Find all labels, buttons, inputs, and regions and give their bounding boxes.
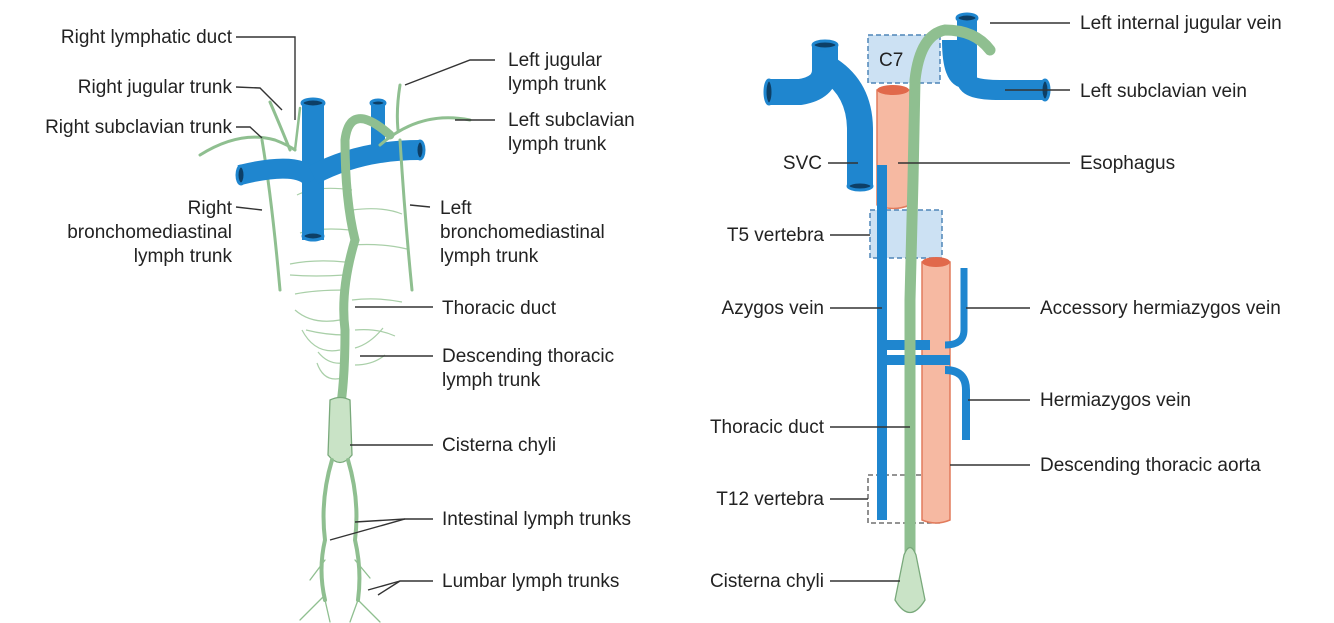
label-cisterna-chyli-right: Cisterna chyli <box>710 571 824 592</box>
label-cisterna-chyli-left: Cisterna chyli <box>442 435 556 456</box>
label-right-broncho-line2: bronchomediastinal <box>67 222 232 243</box>
label-right-broncho-line1: Right <box>188 198 233 219</box>
label-c7: C7 <box>879 50 903 71</box>
label-left-broncho-line1: Left <box>440 198 472 219</box>
label-azygos: Azygos vein <box>722 298 824 319</box>
label-descending-line1: Descending thoracic <box>442 346 614 367</box>
label-left-subclavian-line1: Left subclavian <box>508 110 635 131</box>
cisterna-chyli-right <box>895 548 925 613</box>
label-thoracic-duct-left: Thoracic duct <box>442 298 557 319</box>
label-left-broncho-line3: lymph trunk <box>440 246 539 267</box>
label-right-broncho-line3: lymph trunk <box>134 246 233 267</box>
label-right-subclavian-trunk: Right subclavian trunk <box>45 117 232 138</box>
svc-bottom-end <box>848 182 872 190</box>
label-t12: T12 vertebra <box>716 489 824 510</box>
label-lumbar-trunks: Lumbar lymph trunks <box>442 571 619 592</box>
label-right-jugular-trunk: Right jugular trunk <box>78 77 233 98</box>
right-subclavian-vein-end <box>765 80 773 104</box>
esophagus-top <box>877 85 909 95</box>
right-panel: Left internal jugular vein C7 Left subcl… <box>710 13 1282 613</box>
label-svc: SVC <box>783 153 822 174</box>
right-brachiocephalic-end <box>302 99 324 107</box>
label-left-broncho-line2: bronchomediastinal <box>440 222 605 243</box>
label-right-lymphatic-duct: Right lymphatic duct <box>61 27 233 48</box>
label-left-subclavian-line2: lymph trunk <box>508 134 607 155</box>
label-left-jugular-line2: lymph trunk <box>508 74 607 95</box>
label-hemiazygos: Hermiazygos vein <box>1040 390 1191 411</box>
label-left-jugular-line1: Left jugular <box>508 50 603 71</box>
label-descending-line2: lymph trunk <box>442 370 541 391</box>
left-ij-end <box>957 14 977 22</box>
label-descending-aorta: Descending thoracic aorta <box>1040 455 1261 476</box>
cisterna-chyli-left <box>328 398 352 463</box>
right-subclavian-end <box>237 166 245 184</box>
label-left-internal-jugular: Left internal jugular vein <box>1080 13 1282 34</box>
left-panel: Right lymphatic duct Right jugular trunk… <box>45 27 635 622</box>
right-ij-end <box>813 41 837 49</box>
label-intestinal-trunks: Intestinal lymph trunks <box>442 509 631 530</box>
descending-aorta-shape <box>922 262 950 523</box>
label-esophagus: Esophagus <box>1080 153 1175 174</box>
left-subclavian-end <box>416 141 424 159</box>
descending-aorta-top <box>922 257 950 267</box>
label-thoracic-duct-right: Thoracic duct <box>710 417 825 438</box>
lower-lymph-trunks <box>300 460 380 622</box>
left-jugular-vein-end <box>371 100 385 106</box>
label-left-subclavian-vein: Left subclavian vein <box>1080 81 1247 102</box>
label-accessory-hemiazygos: Accessory hermiazygos vein <box>1040 298 1281 319</box>
label-t5: T5 vertebra <box>727 225 825 246</box>
svc-end <box>303 232 323 240</box>
